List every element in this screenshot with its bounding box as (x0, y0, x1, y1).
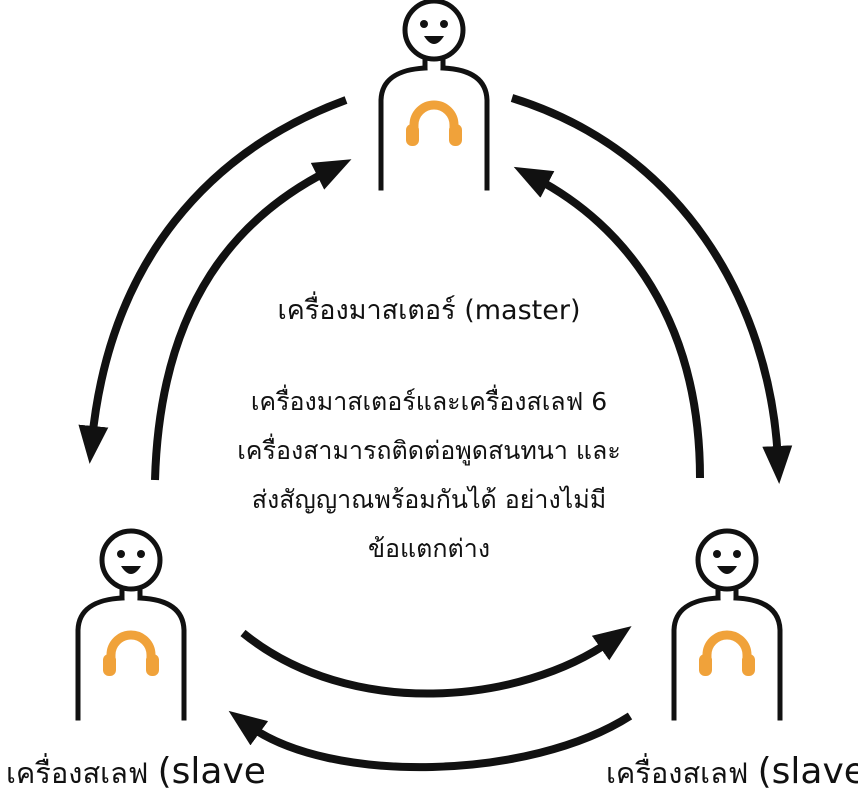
master-label: เครื่องมาสเตอร์ (master) (277, 295, 581, 326)
slave-left-label: เครื่องสเลฟ (slave (6, 752, 266, 793)
arrow-slave-right-to-slave-left (228, 710, 633, 772)
arrow-master-to-slave-left (78, 96, 348, 464)
arrow-master-to-slave-right (510, 94, 793, 484)
slave-left-label-th: เครื่องสเลฟ (6, 756, 149, 790)
slave-left-label-en: (slave (157, 751, 266, 792)
slave-right-label: เครื่องสเลฟ (slave (606, 752, 858, 793)
arrow-slave-left-to-slave-right (240, 626, 632, 698)
arrow-slave-left-to-master (151, 159, 352, 481)
arrow-slave-right-to-master (513, 166, 704, 479)
description-line-1: เครื่องมาสเตอร์และเครื่องสเลฟ 6 (250, 387, 608, 416)
master-person-icon (381, 1, 487, 188)
description-line-4: ข้อแตกต่าง (367, 534, 491, 563)
description-line-2: เครื่องสามารถติดต่อพูดสนทนา และ (237, 436, 621, 465)
description-line-3: ส่งสัญญาณพร้อมกันได้ อย่างไม่มี (251, 485, 607, 514)
slave-right-label-en: (slave (757, 751, 858, 792)
slave-right-label-th: เครื่องสเลฟ (606, 756, 749, 790)
description-text: เครื่องมาสเตอร์และเครื่องสเลฟ 6 เครื่องส… (0, 377, 858, 573)
